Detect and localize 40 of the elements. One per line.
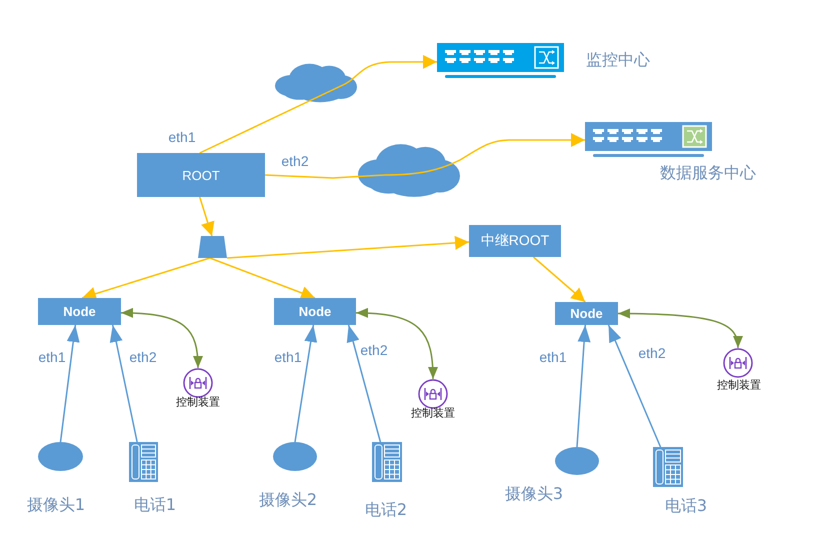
node-label: 监控中心	[586, 50, 650, 70]
edge-label: eth1	[37, 349, 67, 365]
double-arrow	[120, 308, 203, 368]
double-arrow	[618, 308, 742, 348]
process-box: ROOT	[137, 153, 265, 197]
node-label: 电话3	[664, 496, 708, 516]
node-label: 电话1	[134, 496, 176, 514]
double-arrow	[356, 308, 438, 380]
edge-label: eth2	[280, 153, 310, 169]
process-box: Node	[38, 298, 121, 325]
arrow	[110, 324, 138, 442]
arrow	[576, 324, 591, 448]
edge-label: eth2	[637, 345, 667, 361]
edge-label: eth1	[273, 349, 303, 365]
edge-label: eth1	[538, 349, 568, 365]
node-label: 控制装置	[717, 380, 761, 392]
arrow	[608, 324, 662, 448]
edge-label: eth2	[359, 342, 389, 358]
arrow	[226, 236, 470, 259]
arrow	[346, 324, 382, 442]
node-label: 控制装置	[411, 408, 455, 420]
arrow	[210, 257, 316, 300]
node-label: 摄像头1	[26, 496, 86, 514]
edge-label: eth2	[128, 349, 158, 365]
process-box: 中继ROOT	[469, 225, 561, 257]
arrow	[199, 196, 214, 236]
node-label: 摄像头2	[258, 490, 318, 510]
arrow	[82, 257, 210, 300]
edge-label: eth1	[167, 129, 197, 145]
node-label: 数据服务中心	[660, 164, 756, 182]
process-box: Node	[555, 302, 618, 325]
arrow	[60, 324, 80, 442]
process-box: Node	[274, 298, 356, 325]
arrow	[264, 133, 585, 179]
arrow	[532, 256, 586, 303]
arrow	[199, 54, 437, 154]
node-label: 摄像头3	[504, 484, 564, 504]
arrow	[294, 324, 318, 442]
node-label: 电话2	[364, 500, 408, 520]
node-label: 控制装置	[176, 396, 220, 410]
